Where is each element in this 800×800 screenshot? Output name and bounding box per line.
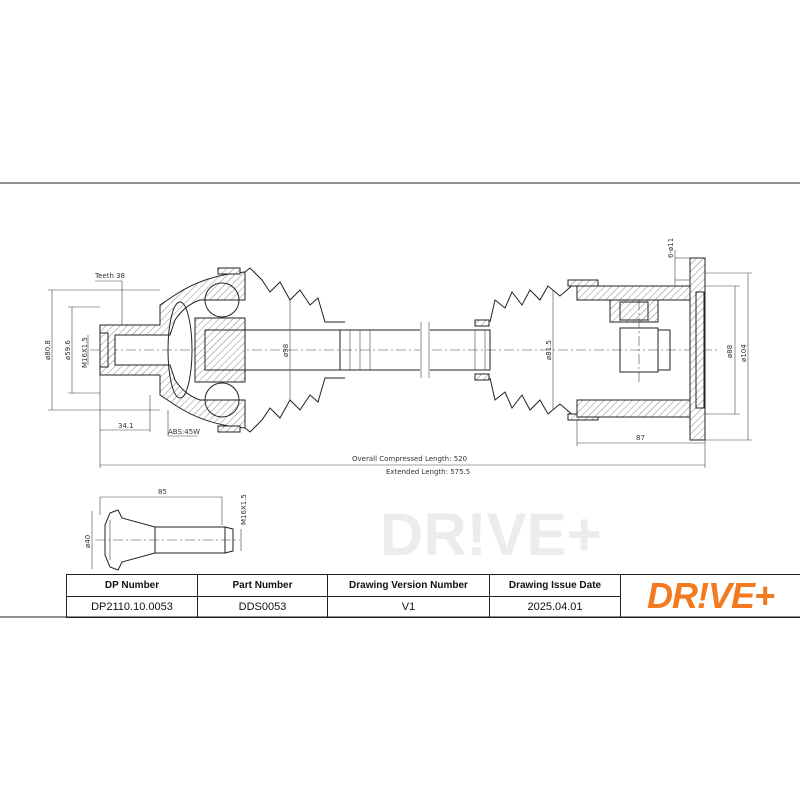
watermark: DR!VE+ bbox=[380, 501, 602, 568]
value-issue-date: 2025.04.01 bbox=[489, 596, 621, 618]
outer-cv-joint bbox=[99, 271, 341, 429]
brand-logo-cell: DR!VE+ bbox=[620, 574, 800, 618]
dim-holes: 6-ø11 bbox=[667, 238, 675, 258]
value-drawing-version: V1 bbox=[327, 596, 490, 618]
dim-abs: ABS:45W bbox=[168, 428, 200, 436]
header-drawing-version: Drawing Version Number bbox=[327, 574, 490, 597]
header-part-number: Part Number bbox=[197, 574, 328, 597]
header-issue-date: Drawing Issue Date bbox=[489, 574, 621, 597]
drive-shaft bbox=[339, 322, 491, 378]
brand-logo: DR!VE+ bbox=[646, 575, 775, 616]
value-dp-number: DP2110.10.0053 bbox=[66, 596, 198, 618]
dim-outer-diameter-left: ø80.8 bbox=[44, 340, 52, 360]
title-block: DP Number Part Number Drawing Version Nu… bbox=[66, 574, 800, 618]
header-dp-number: DP Number bbox=[66, 574, 198, 597]
dim-housing-length: 87 bbox=[636, 434, 645, 442]
dim-housing-diameter: ø88 bbox=[726, 345, 734, 358]
bolt-length: 85 bbox=[158, 488, 167, 496]
dim-overall-compressed-length: Overall Compressed Length: 520 bbox=[352, 455, 467, 463]
bolt-diameter: ø40 bbox=[84, 535, 92, 548]
dim-stub-length: 34.1 bbox=[118, 422, 134, 430]
dim-thread-left: M16X1.5 bbox=[81, 337, 89, 368]
dim-boot-diameter-right: ø81.5 bbox=[545, 340, 553, 360]
dimensions: ø80.8 ø59.6 M16X1.5 Teeth 38 34.1 ABS:45… bbox=[44, 238, 752, 476]
dim-teeth: Teeth 38 bbox=[94, 272, 125, 280]
inner-tripod-housing bbox=[576, 257, 706, 441]
dim-extended-length: Extended Length: 575.5 bbox=[386, 468, 470, 476]
dim-inner-diameter-left: ø59.6 bbox=[64, 340, 72, 360]
bolt-thread: M16X1.5 bbox=[240, 494, 248, 525]
bolt-drawing: 85 ø40 M16X1.5 bbox=[84, 488, 248, 571]
dim-shaft-diameter: ø98 bbox=[282, 344, 290, 357]
dim-flange-diameter: ø104 bbox=[740, 344, 748, 362]
value-part-number: DDS0053 bbox=[197, 596, 328, 618]
watermark-text: DR!VE+ bbox=[380, 501, 602, 568]
